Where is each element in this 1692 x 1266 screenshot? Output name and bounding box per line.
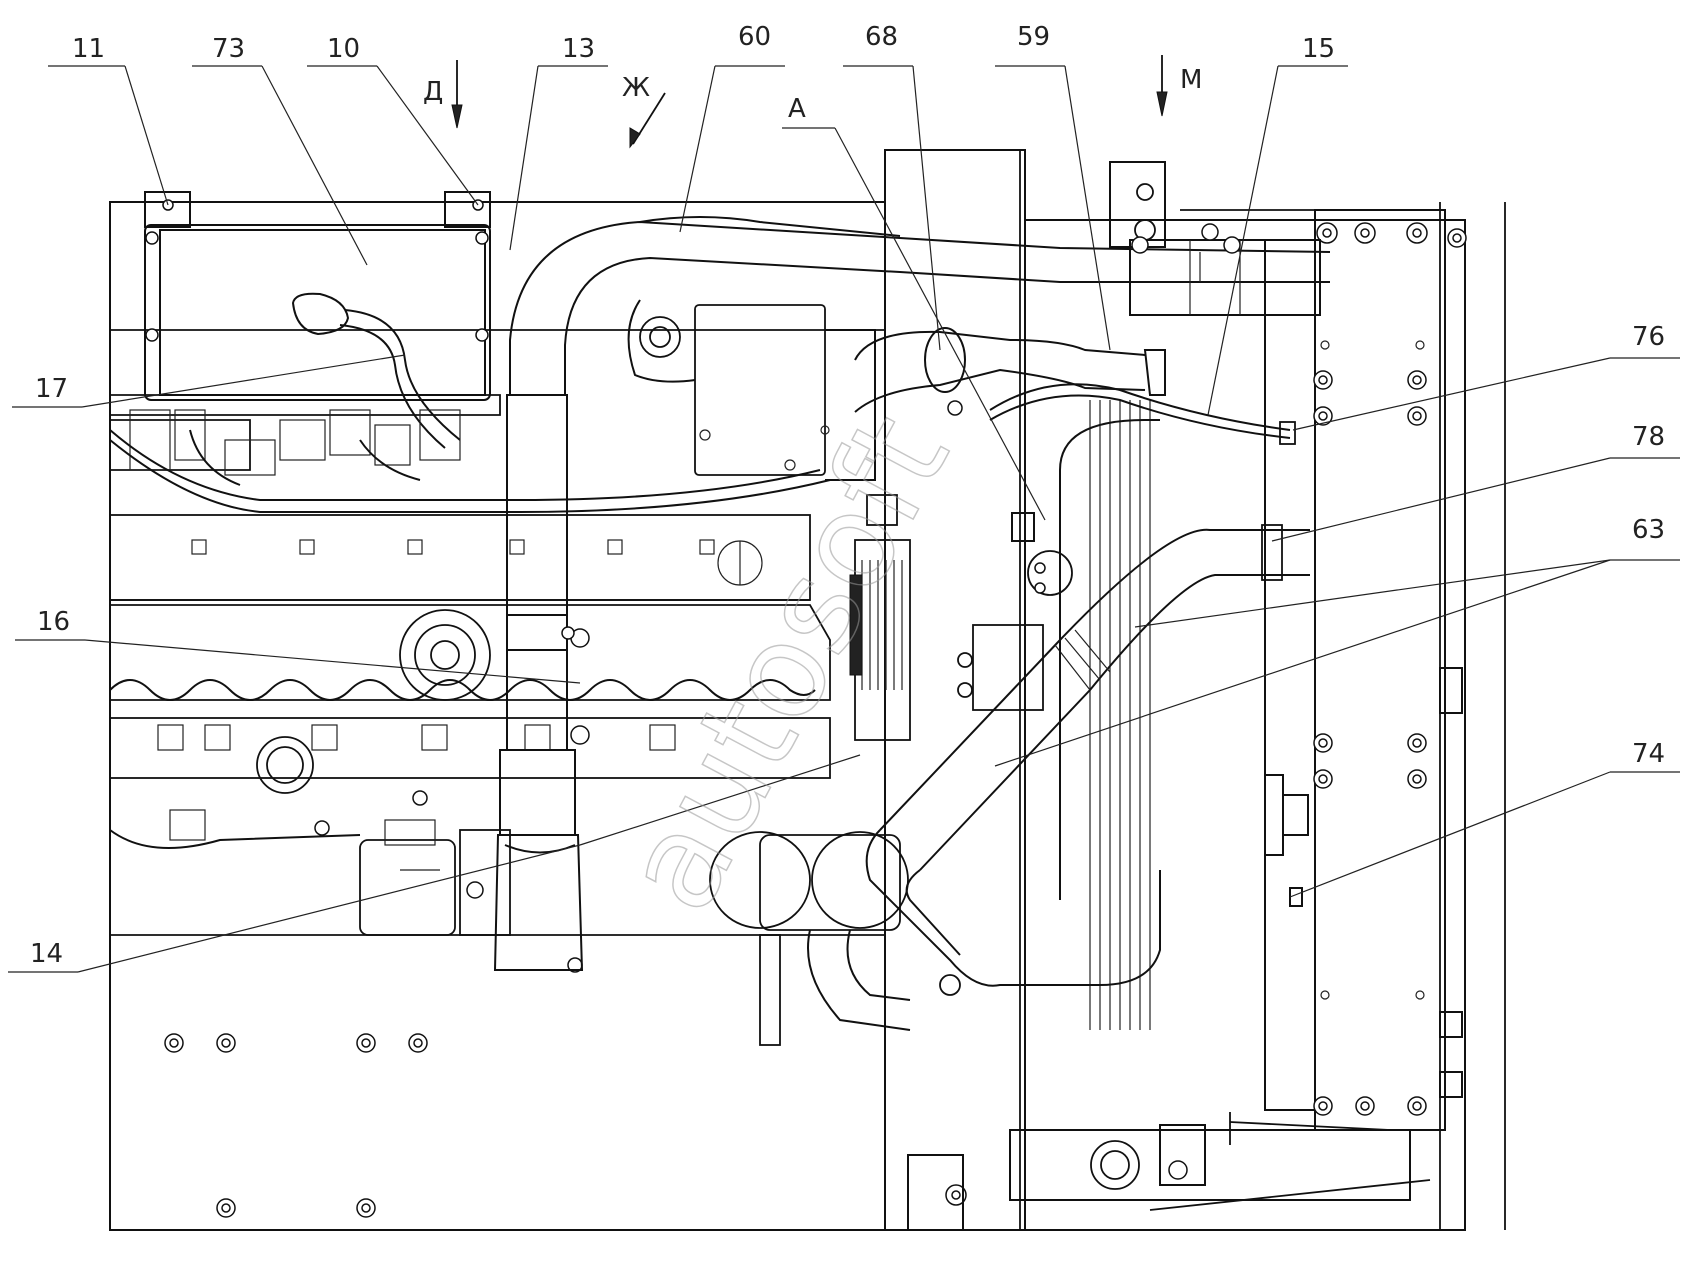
view-arrow-zh	[629, 92, 666, 149]
radiator-frame	[884, 149, 1506, 1231]
watermark: autosoft	[593, 391, 978, 934]
leader-lines	[8, 65, 1680, 973]
callout-10: 10	[327, 34, 360, 64]
view-mark-m: М	[1180, 65, 1202, 95]
fan-pulley	[849, 494, 911, 741]
coolant-hose	[854, 327, 1166, 416]
callout-11: 11	[72, 34, 105, 64]
callout-labels: 11 73 10 13 60 68 59 15 17 76 78 63 16 7…	[30, 22, 1665, 969]
bracket	[957, 512, 1073, 711]
callout-76: 76	[1632, 322, 1665, 352]
callout-78: 78	[1632, 422, 1665, 452]
view-arrow-m	[1156, 55, 1168, 117]
callout-59: 59	[1017, 22, 1050, 52]
callout-60: 60	[738, 22, 771, 52]
callout-74: 74	[1632, 739, 1665, 769]
callout-14: 14	[30, 939, 63, 969]
view-mark-a: A	[788, 94, 806, 124]
view-mark-d: Д	[423, 77, 443, 107]
callout-73: 73	[212, 34, 245, 64]
callout-17: 17	[35, 374, 68, 404]
view-arrow-d	[451, 60, 463, 129]
oil-filter	[709, 831, 911, 1046]
callout-13: 13	[562, 34, 595, 64]
engine-body	[109, 394, 831, 973]
bottom-fan-mount	[907, 1112, 1431, 1231]
radiator-top-tank	[1109, 161, 1330, 316]
callout-16: 16	[37, 607, 70, 637]
pipe-15	[989, 383, 1296, 445]
callout-68: 68	[865, 22, 898, 52]
callout-15: 15	[1302, 34, 1335, 64]
center-module	[627, 299, 876, 481]
view-mark-zh: Ж	[622, 73, 650, 103]
callout-63: 63	[1632, 515, 1665, 545]
control-box	[144, 191, 491, 449]
intake-pipe	[493, 216, 1331, 971]
lower-hose	[865, 419, 1310, 996]
